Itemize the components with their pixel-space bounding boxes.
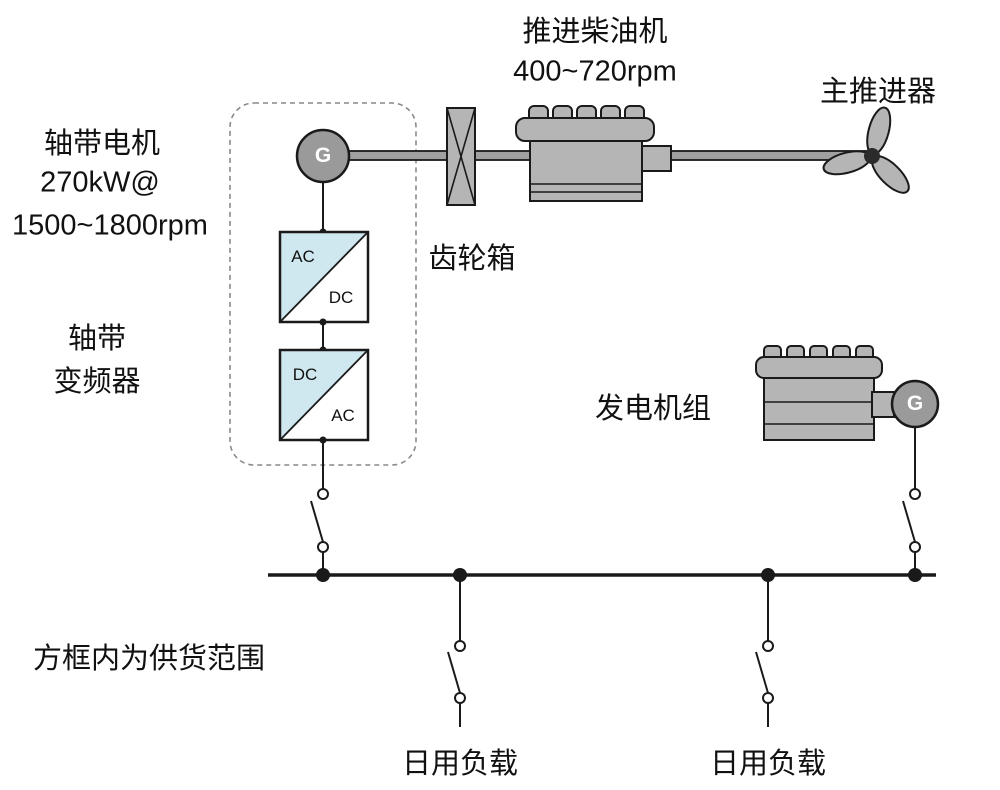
shaft-motor-power-label: 270kW@ bbox=[40, 166, 160, 199]
daily-load-label-right: 日用负载 bbox=[709, 748, 827, 780]
converter2-output-label: AC bbox=[331, 406, 355, 425]
daily-load-label-left: 日用负载 bbox=[401, 748, 519, 780]
main-propeller-label: 主推进器 bbox=[819, 76, 937, 108]
gearbox-icon bbox=[446, 107, 476, 206]
daily-load-feeder-left bbox=[447, 575, 466, 727]
generator-set-label: 发电机组 bbox=[594, 393, 712, 425]
shaft-converter-label-line1: 轴带 bbox=[67, 323, 127, 355]
converter1-input-label: AC bbox=[291, 247, 315, 266]
gearbox-label: 齿轮箱 bbox=[428, 243, 516, 275]
shaft-converter-breaker bbox=[310, 488, 329, 575]
generator-engine-icon bbox=[755, 345, 895, 441]
shaft-converter-label-line2: 变频器 bbox=[53, 366, 141, 398]
daily-load-feeder-right bbox=[755, 575, 774, 727]
propulsion-engine-icon bbox=[515, 105, 672, 202]
propulsion-engine-rpm-label: 400~720rpm bbox=[513, 55, 677, 88]
converter-dcac-icon bbox=[278, 348, 370, 442]
shaft-motor-letter: G bbox=[314, 144, 332, 167]
converter-acdc-icon bbox=[278, 230, 370, 324]
converter-connections bbox=[319, 182, 327, 489]
propeller-icon bbox=[822, 106, 910, 194]
generator-breaker bbox=[902, 427, 921, 575]
shaft-motor-name-label: 轴带电机 bbox=[43, 128, 161, 160]
main-bus bbox=[268, 568, 936, 582]
propulsion-engine-label: 推进柴油机 bbox=[522, 16, 668, 48]
generator-letter: G bbox=[906, 392, 924, 415]
converter2-input-label: DC bbox=[292, 365, 318, 384]
shaft-motor-rpm-label: 1500~1800rpm bbox=[12, 209, 208, 242]
converter1-output-label: DC bbox=[328, 288, 354, 307]
supply-scope-label: 方框内为供货范围 bbox=[32, 643, 266, 675]
